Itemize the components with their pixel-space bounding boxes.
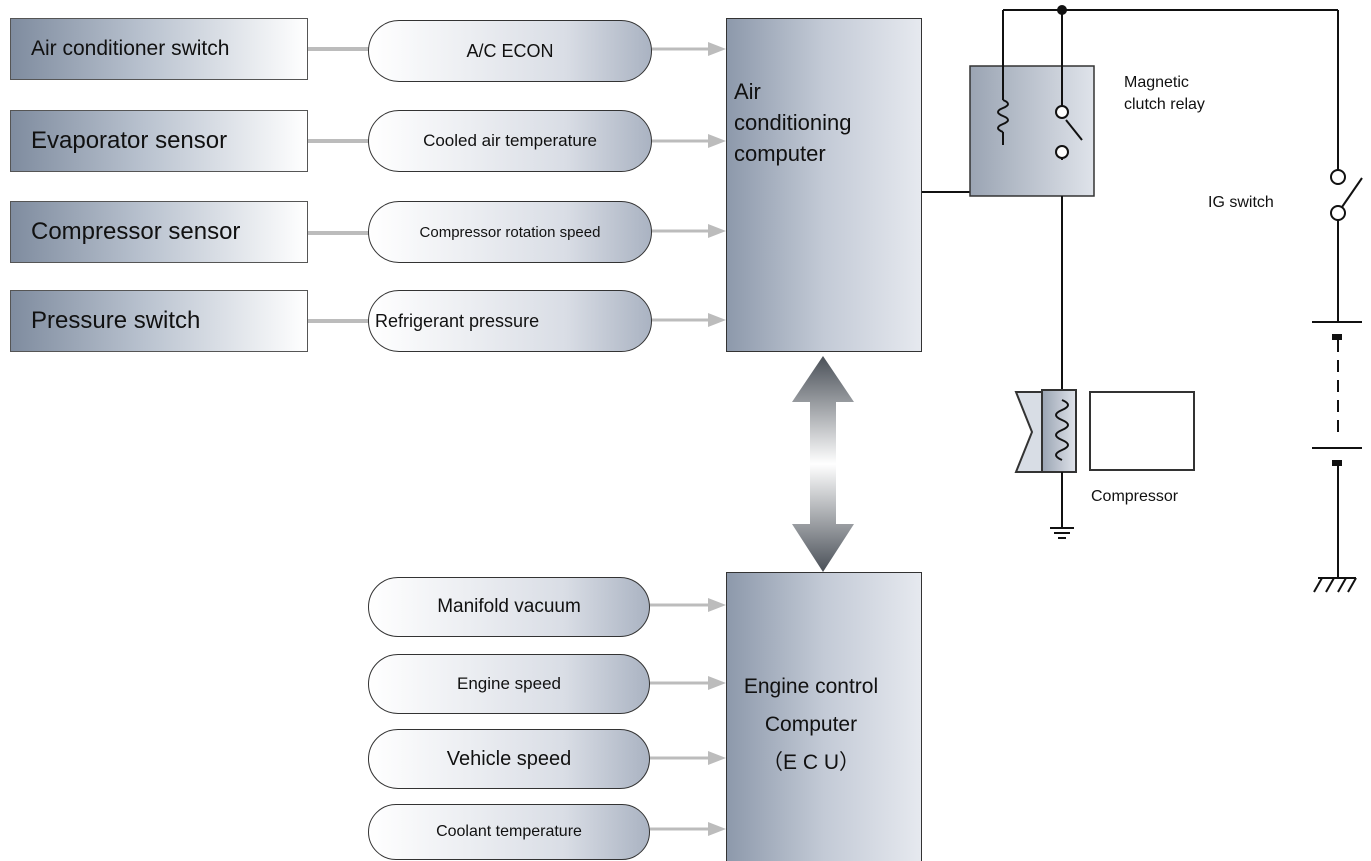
compressor-circuit	[1014, 196, 1195, 539]
magnetic-clutch-relay-box	[969, 65, 1095, 197]
signal-refrigerant-pressure: Refrigerant pressure	[368, 290, 652, 352]
sensor-pressure-switch: Pressure switch	[10, 290, 308, 352]
ecu-line2: Computer	[764, 713, 858, 736]
engine-input-label: Vehicle speed	[446, 747, 572, 770]
power-circuit	[1003, 5, 1363, 593]
relay-line2: clutch relay	[1124, 96, 1205, 113]
signal-cooled-air-temperature: Cooled air temperature	[368, 110, 652, 172]
sensor-label: Pressure switch	[31, 307, 201, 334]
relay-line1: Magnetic	[1124, 74, 1189, 91]
signal-compressor-rotation-speed: Compressor rotation speed	[368, 201, 652, 263]
ecu-label: Engine control Computer （E C U）	[736, 668, 886, 782]
ecu-line1: Engine control	[743, 675, 879, 698]
sensor-connectors	[308, 47, 370, 323]
sensor-compressor: Compressor sensor	[10, 201, 308, 263]
ecu-line3: （E C U）	[761, 751, 860, 774]
signal-label: A/C ECON	[466, 40, 554, 61]
sensor-air-conditioner-switch: Air conditioner switch	[10, 18, 308, 80]
engine-input-coolant-temperature: Coolant temperature	[368, 804, 650, 860]
engine-input-label: Engine speed	[457, 674, 561, 693]
engine-input-arrows	[650, 598, 726, 836]
ac-computer-line1: Air	[734, 79, 761, 104]
ig-switch-label: IG switch	[1208, 194, 1274, 211]
engine-control-computer	[726, 572, 922, 861]
compressor-label: Compressor	[1091, 488, 1179, 505]
signal-arrows	[652, 42, 726, 327]
engine-input-vehicle-speed: Vehicle speed	[368, 729, 650, 789]
relay-internals	[997, 10, 1083, 160]
signal-ac-econ: A/C ECON	[368, 20, 652, 82]
engine-input-manifold-vacuum: Manifold vacuum	[368, 577, 650, 637]
ac-computer-label: Air conditioning computer	[734, 76, 851, 169]
engine-input-label: Coolant temperature	[436, 823, 582, 840]
sensor-evaporator: Evaporator sensor	[10, 110, 308, 172]
engine-input-engine-speed: Engine speed	[368, 654, 650, 714]
relay-label: Magnetic clutch relay	[1124, 72, 1205, 116]
signal-label: Cooled air temperature	[423, 131, 597, 150]
signal-label: Compressor rotation speed	[419, 223, 601, 241]
communication-double-arrow	[792, 356, 854, 572]
sensor-label: Compressor sensor	[31, 218, 241, 245]
sensor-label: Evaporator sensor	[31, 127, 228, 154]
ac-computer-line2: conditioning	[734, 110, 852, 135]
ac-computer-line3: computer	[734, 141, 826, 166]
air-conditioning-computer	[726, 18, 922, 352]
sensor-label: Air conditioner switch	[31, 37, 230, 60]
engine-input-label: Manifold vacuum	[437, 596, 581, 617]
signal-label: Refrigerant pressure	[375, 310, 540, 331]
